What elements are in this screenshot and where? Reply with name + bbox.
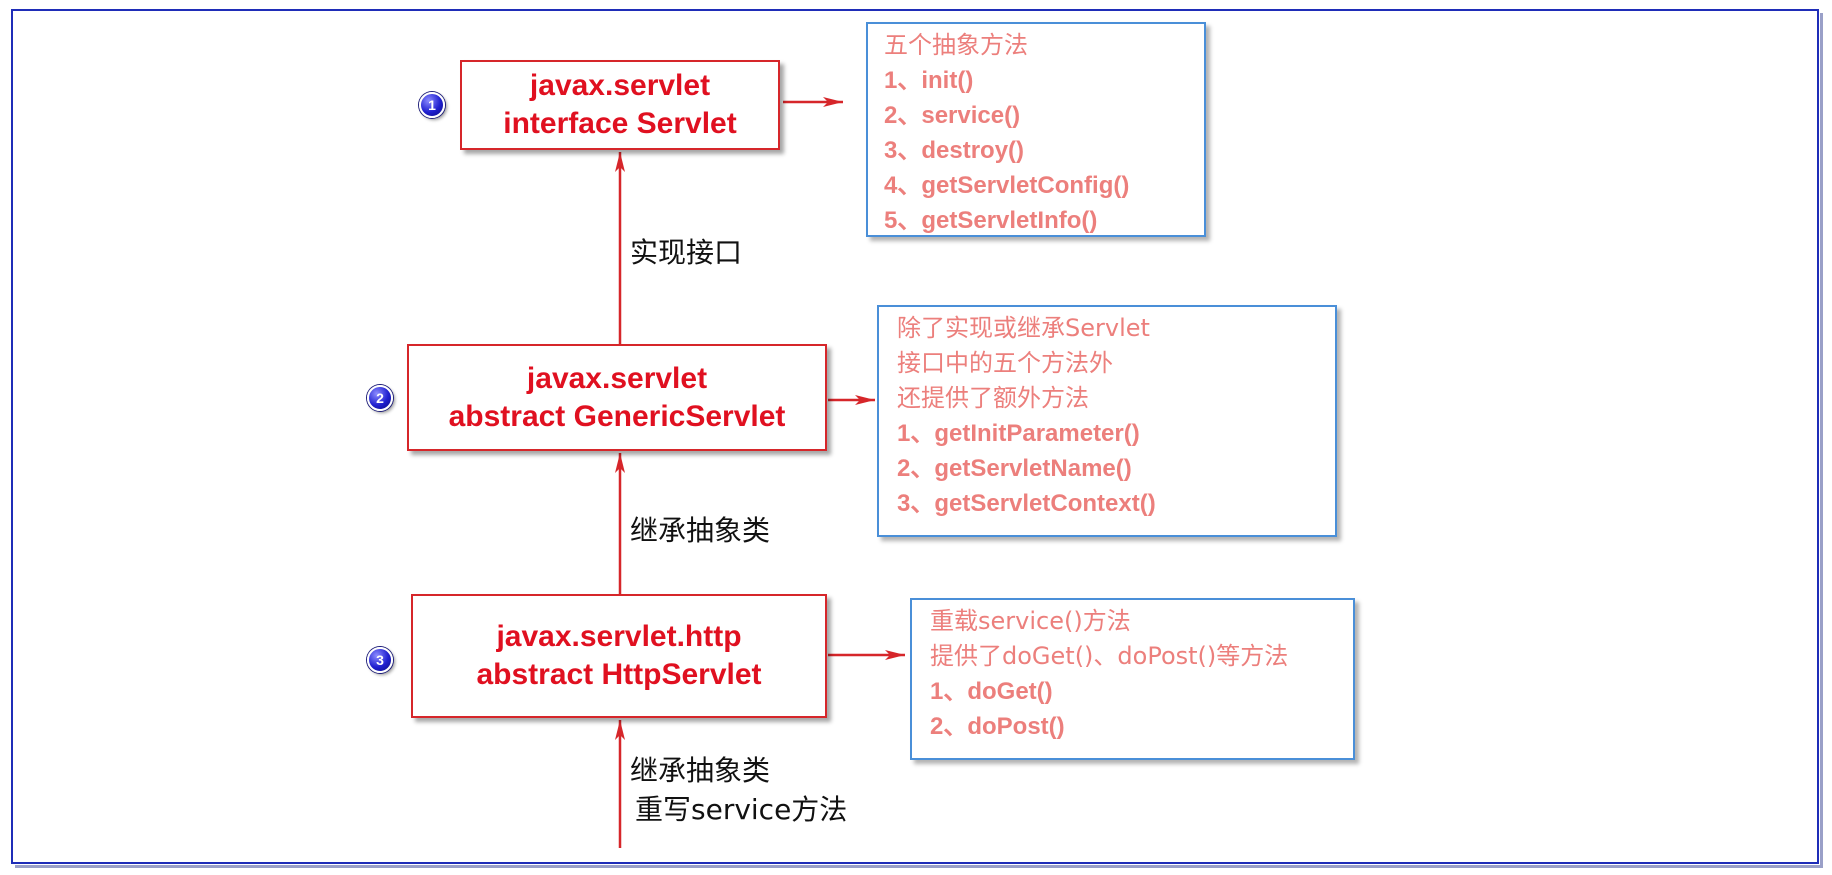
note-line: 重载service()方法: [930, 607, 1131, 635]
note-line: 1、getInitParameter(): [897, 420, 1140, 447]
edge-label-extends-abstract: 继承抽象类: [630, 514, 771, 547]
class-box-servlet: javax.servlet interface Servlet: [460, 60, 780, 150]
note-line: 4、getServletConfig(): [884, 172, 1130, 199]
frame-shadow: [15, 13, 1823, 868]
note-line: 3、getServletContext(): [897, 490, 1156, 517]
note-line: 2、getServletName(): [897, 455, 1132, 482]
edge-label-override-service: 重写service方法: [635, 793, 848, 826]
class-name: interface Servlet: [503, 107, 737, 140]
step-badge-1: 1: [419, 92, 445, 118]
note-line: 2、doPost(): [930, 713, 1065, 740]
class-package: javax.servlet.http: [496, 620, 742, 653]
note-line: 还提供了额外方法: [897, 384, 1089, 412]
note-line: 3、destroy(): [884, 137, 1025, 164]
note-generic-servlet-methods: 除了实现或继承Servlet 接口中的五个方法外 还提供了额外方法 1、getI…: [877, 305, 1337, 537]
note-line: 1、doGet(): [930, 678, 1053, 705]
note-line: 2、service(): [884, 102, 1021, 129]
note-http-servlet-methods: 重载service()方法 提供了doGet()、doPost()等方法 1、d…: [910, 598, 1355, 760]
class-box-generic-servlet: javax.servlet abstract GenericServlet: [407, 344, 827, 451]
note-line: 1、init(): [884, 67, 974, 94]
note-heading: 五个抽象方法: [884, 31, 1028, 59]
note-line: 除了实现或继承Servlet: [897, 314, 1150, 342]
note-line: 接口中的五个方法外: [897, 349, 1113, 377]
class-name: abstract HttpServlet: [476, 658, 762, 691]
diagram-frame: [11, 9, 1819, 864]
note-line: 5、getServletInfo(): [884, 207, 1098, 234]
step-badge-2: 2: [367, 385, 393, 411]
class-package: javax.servlet: [529, 69, 711, 102]
class-name: abstract GenericServlet: [448, 399, 786, 433]
edge-label-implements: 实现接口: [630, 236, 743, 269]
edge-label-extends-abstract-2: 继承抽象类: [630, 754, 771, 787]
class-box-http-servlet: javax.servlet.http abstract HttpServlet: [411, 594, 827, 718]
class-package: javax.servlet: [526, 361, 708, 395]
step-badge-3: 3: [367, 647, 393, 673]
note-line: 提供了doGet()、doPost()等方法: [930, 642, 1289, 670]
note-servlet-methods: 五个抽象方法 1、init() 2、service() 3、destroy() …: [866, 22, 1206, 237]
